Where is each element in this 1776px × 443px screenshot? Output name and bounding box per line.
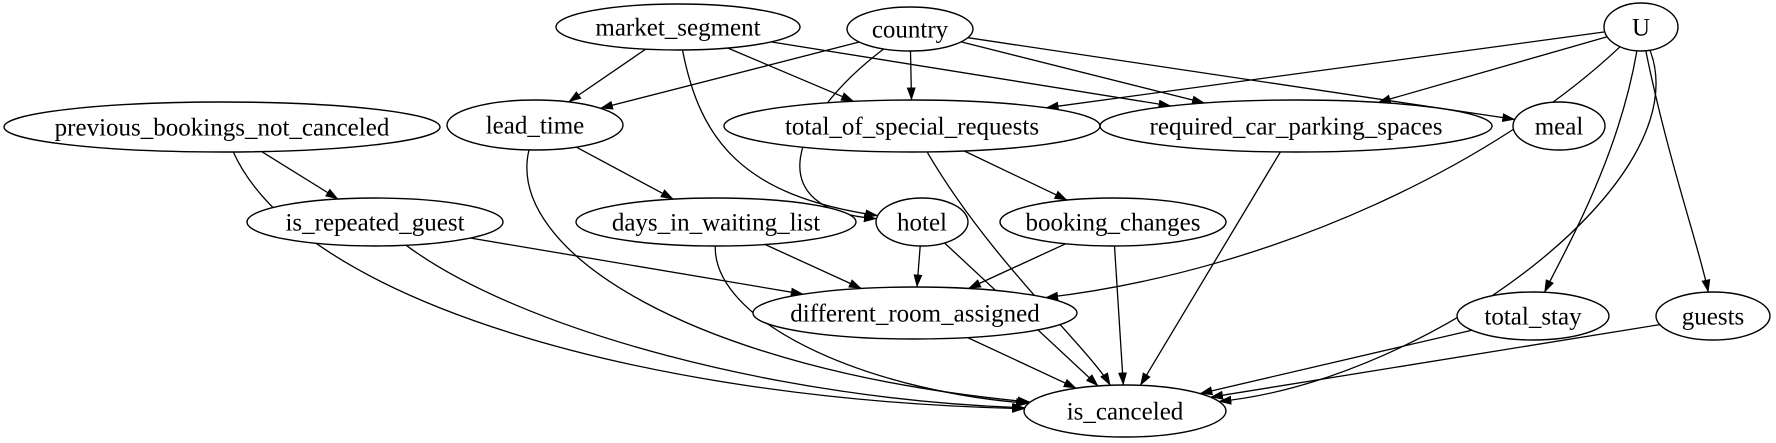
node-meal: meal <box>1512 101 1606 151</box>
edge-hotel-to-different_room_assigned <box>913 245 923 288</box>
node-ellipse-required_car_parking_spaces <box>1099 99 1493 153</box>
node-label-U: U <box>1632 15 1650 42</box>
node-label-lead_time: lead_time <box>486 113 585 140</box>
node-label-market_segment: market_segment <box>595 15 760 42</box>
edge-is_repeated_guest-to-is_canceled <box>405 244 1026 412</box>
nodes-layer: market_segment country Uprevious_bookings_… <box>3 2 1771 438</box>
node-ellipse-meal <box>1512 101 1606 151</box>
edge-booking_changes-to-is_canceled <box>1113 245 1128 386</box>
node-ellipse-U <box>1603 2 1679 52</box>
edge-total_stay-to-is_canceled <box>1199 329 1472 396</box>
node-label-different_room_assigned: different_room_assigned <box>790 301 1040 328</box>
edge-country-to-lead_time <box>599 41 860 110</box>
node-required_car_parking_spaces: required_car_parking_spaces <box>1099 99 1493 153</box>
node-ellipse-days_in_waiting_list <box>575 197 857 247</box>
node-label-previous_bookings_not_canceled: previous_bookings_not_canceled <box>55 115 390 142</box>
node-label-meal: meal <box>1535 114 1584 141</box>
node-U: U <box>1603 2 1679 52</box>
node-label-booking_changes: booking_changes <box>1026 210 1201 237</box>
node-guests: guests <box>1655 291 1771 341</box>
edge-market_segment-to-lead_time <box>568 48 646 103</box>
node-hotel: hotel <box>875 197 969 247</box>
node-is_canceled: is_canceled <box>1023 384 1227 438</box>
edge-U-to-total_stay <box>1543 50 1638 293</box>
node-lead_time: lead_time <box>446 99 624 151</box>
node-ellipse-booking_changes <box>999 197 1227 247</box>
edge-total_of_special_requests-to-booking_changes <box>964 150 1068 201</box>
edge-lead_time-to-is_canceled <box>526 149 1031 406</box>
node-ellipse-lead_time <box>446 99 624 151</box>
node-total_stay: total_stay <box>1456 291 1610 341</box>
edge-previous_bookings_not_canceled-to-is_repeated_guest <box>261 151 339 200</box>
edge-different_room_assigned-to-is_canceled <box>967 337 1077 389</box>
node-ellipse-is_repeated_guest <box>246 197 504 247</box>
node-ellipse-previous_bookings_not_canceled <box>3 101 441 153</box>
node-total_of_special_requests: total_of_special_requests <box>723 99 1101 153</box>
edge-U-to-is_canceled <box>1218 50 1657 405</box>
node-ellipse-total_stay <box>1456 291 1610 341</box>
edge-U-to-required_car_parking_spaces <box>1377 36 1608 104</box>
edge-days_in_waiting_list-to-different_room_assigned <box>764 243 862 290</box>
node-ellipse-different_room_assigned <box>752 286 1078 340</box>
edge-U-to-guests <box>1645 50 1711 293</box>
node-country: country <box>846 6 974 52</box>
node-is_repeated_guest: is_repeated_guest <box>246 197 504 247</box>
edge-market_segment-to-total_of_special_requests <box>727 47 855 102</box>
node-previous_bookings_not_canceled: previous_bookings_not_canceled <box>3 101 441 153</box>
edge-total_of_special_requests-to-is_canceled <box>926 151 1111 386</box>
edge-country-to-required_car_parking_spaces <box>960 41 1205 105</box>
edge-days_in_waiting_list-to-is_canceled <box>714 245 1029 407</box>
edge-lead_time-to-days_in_waiting_list <box>575 146 674 200</box>
node-booking_changes: booking_changes <box>999 197 1227 247</box>
edge-U-to-different_room_assigned <box>1045 46 1621 301</box>
node-label-guests: guests <box>1682 304 1745 331</box>
node-label-hotel: hotel <box>897 210 947 237</box>
node-ellipse-market_segment <box>555 3 801 51</box>
node-label-total_of_special_requests: total_of_special_requests <box>785 114 1039 141</box>
node-label-required_car_parking_spaces: required_car_parking_spaces <box>1150 114 1443 141</box>
edge-previous_bookings_not_canceled-to-is_canceled <box>232 151 1025 413</box>
node-market_segment: market_segment <box>555 3 801 51</box>
node-ellipse-is_canceled <box>1023 384 1227 438</box>
edge-guests-to-is_canceled <box>1210 323 1660 400</box>
node-label-is_repeated_guest: is_repeated_guest <box>285 210 464 237</box>
edge-U-to-total_of_special_requests <box>1045 31 1605 111</box>
node-label-days_in_waiting_list: days_in_waiting_list <box>612 210 820 237</box>
node-different_room_assigned: different_room_assigned <box>752 286 1078 340</box>
edge-market_segment-to-hotel <box>681 49 879 219</box>
node-label-total_stay: total_stay <box>1484 304 1582 331</box>
edge-booking_changes-to-different_room_assigned <box>967 243 1066 290</box>
edge-market_segment-to-required_car_parking_spaces <box>770 41 1172 109</box>
edge-is_repeated_guest-to-different_room_assigned <box>470 237 804 297</box>
node-label-is_canceled: is_canceled <box>1067 399 1184 426</box>
edge-required_car_parking_spaces-to-is_canceled <box>1139 151 1281 386</box>
edge-country-to-total_of_special_requests <box>906 50 916 101</box>
node-ellipse-country <box>846 6 974 52</box>
node-ellipse-hotel <box>875 197 969 247</box>
node-days_in_waiting_list: days_in_waiting_list <box>575 197 857 247</box>
node-ellipse-guests <box>1655 291 1771 341</box>
node-label-country: country <box>872 17 949 44</box>
